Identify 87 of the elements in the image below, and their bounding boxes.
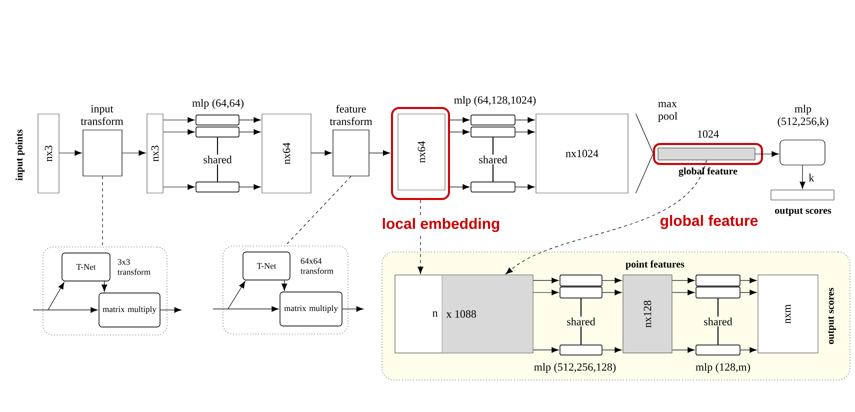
section-label: output scores: [828, 288, 836, 344]
mlp-box: [196, 126, 240, 138]
arrow: [754, 151, 779, 157]
mlp-box: [470, 114, 516, 126]
arrow: [672, 347, 695, 353]
layer-box: nx1024: [536, 114, 628, 194]
arrow: [48, 282, 64, 310]
tnet-box: T-Net: [242, 252, 290, 280]
mlp-box: [196, 182, 240, 192]
node-caption: 1024: [698, 130, 719, 138]
edge-label: k: [808, 174, 814, 182]
multiply-box: matrix multiply: [280, 292, 342, 326]
arrow: [672, 290, 695, 296]
arrow: [532, 290, 559, 296]
arrow: [239, 184, 261, 190]
mlp-box: [696, 344, 740, 356]
layer-box: nx3: [146, 114, 164, 194]
arrow: [740, 290, 757, 296]
arrow: [311, 150, 332, 156]
node-label: mlp (512,256,k): [778, 104, 828, 128]
mlp-box: [470, 126, 516, 138]
tnet-box: T-Net: [62, 252, 110, 282]
layer-label: mlp (64,64): [192, 99, 244, 109]
node-label: feature transform: [330, 104, 372, 126]
arrow: [515, 117, 535, 123]
mlp-box: [470, 182, 516, 192]
mlp-box: [560, 274, 602, 286]
layer-label: mlp (64,128,1024): [454, 96, 536, 106]
arrow: [32, 307, 98, 313]
arrow: [450, 129, 470, 135]
arrow: [602, 278, 622, 284]
arrow: [602, 290, 622, 296]
transform-box: feature transform: [330, 104, 372, 176]
layer-label: mlp (512,256,128): [534, 363, 616, 373]
edge-label: shared: [478, 154, 508, 164]
arrow: [532, 278, 559, 284]
mlp-box: [560, 286, 602, 298]
connector: [102, 176, 103, 247]
arrow: [369, 150, 390, 156]
arrow: [228, 281, 246, 310]
arrow: [800, 164, 806, 189]
arrow: [342, 306, 364, 312]
connector: [285, 176, 352, 246]
node-caption: input points: [15, 130, 25, 180]
arrow: [450, 184, 470, 190]
arrow: [122, 150, 146, 156]
layer-label: mlp (128,m): [696, 363, 750, 373]
arrow: [740, 278, 757, 284]
node-caption: output scores: [775, 208, 832, 216]
arrow: [672, 278, 695, 284]
edge-label: shared: [702, 316, 734, 326]
arrow: [515, 184, 535, 190]
feature-matrix-box: n x 1088: [394, 274, 534, 354]
arrow: [450, 117, 470, 123]
arrow: [239, 129, 261, 135]
edge-label: shared: [566, 316, 596, 326]
layer-box: nx3: [38, 114, 60, 194]
arrow: [160, 307, 182, 313]
layer-box: nx128: [622, 274, 672, 354]
arrow: [515, 129, 535, 135]
edge-label: shared: [202, 154, 233, 164]
arrow: [59, 150, 82, 156]
transform-box: input transform: [80, 105, 124, 176]
mlp-box: [696, 286, 740, 298]
arrow: [163, 184, 195, 190]
annotation-text: global feature: [658, 214, 760, 230]
section-label: point features: [626, 260, 684, 270]
arrow: [163, 117, 195, 123]
layer-box: nxm: [758, 274, 818, 354]
arrow: [740, 347, 757, 353]
mlp-box: [560, 344, 602, 356]
multiply-box: matrix multiply: [98, 292, 160, 328]
arrow: [532, 347, 559, 353]
arrow: [102, 281, 108, 292]
section-label: global feature: [678, 167, 738, 177]
annotation-text: local embedding: [380, 216, 502, 233]
arrow: [212, 306, 279, 312]
mlp-box: [696, 274, 740, 286]
node-label: input transform: [80, 105, 124, 125]
arrow: [282, 280, 288, 291]
layer-box: nx64: [262, 114, 312, 194]
arrow: [602, 347, 622, 353]
arrow: [239, 117, 261, 123]
highlighted-layer-box: nx64: [391, 107, 450, 200]
mlp-box: [196, 114, 240, 126]
mlp-box: mlp (512,256,k): [778, 104, 828, 166]
arrow: [163, 129, 195, 135]
